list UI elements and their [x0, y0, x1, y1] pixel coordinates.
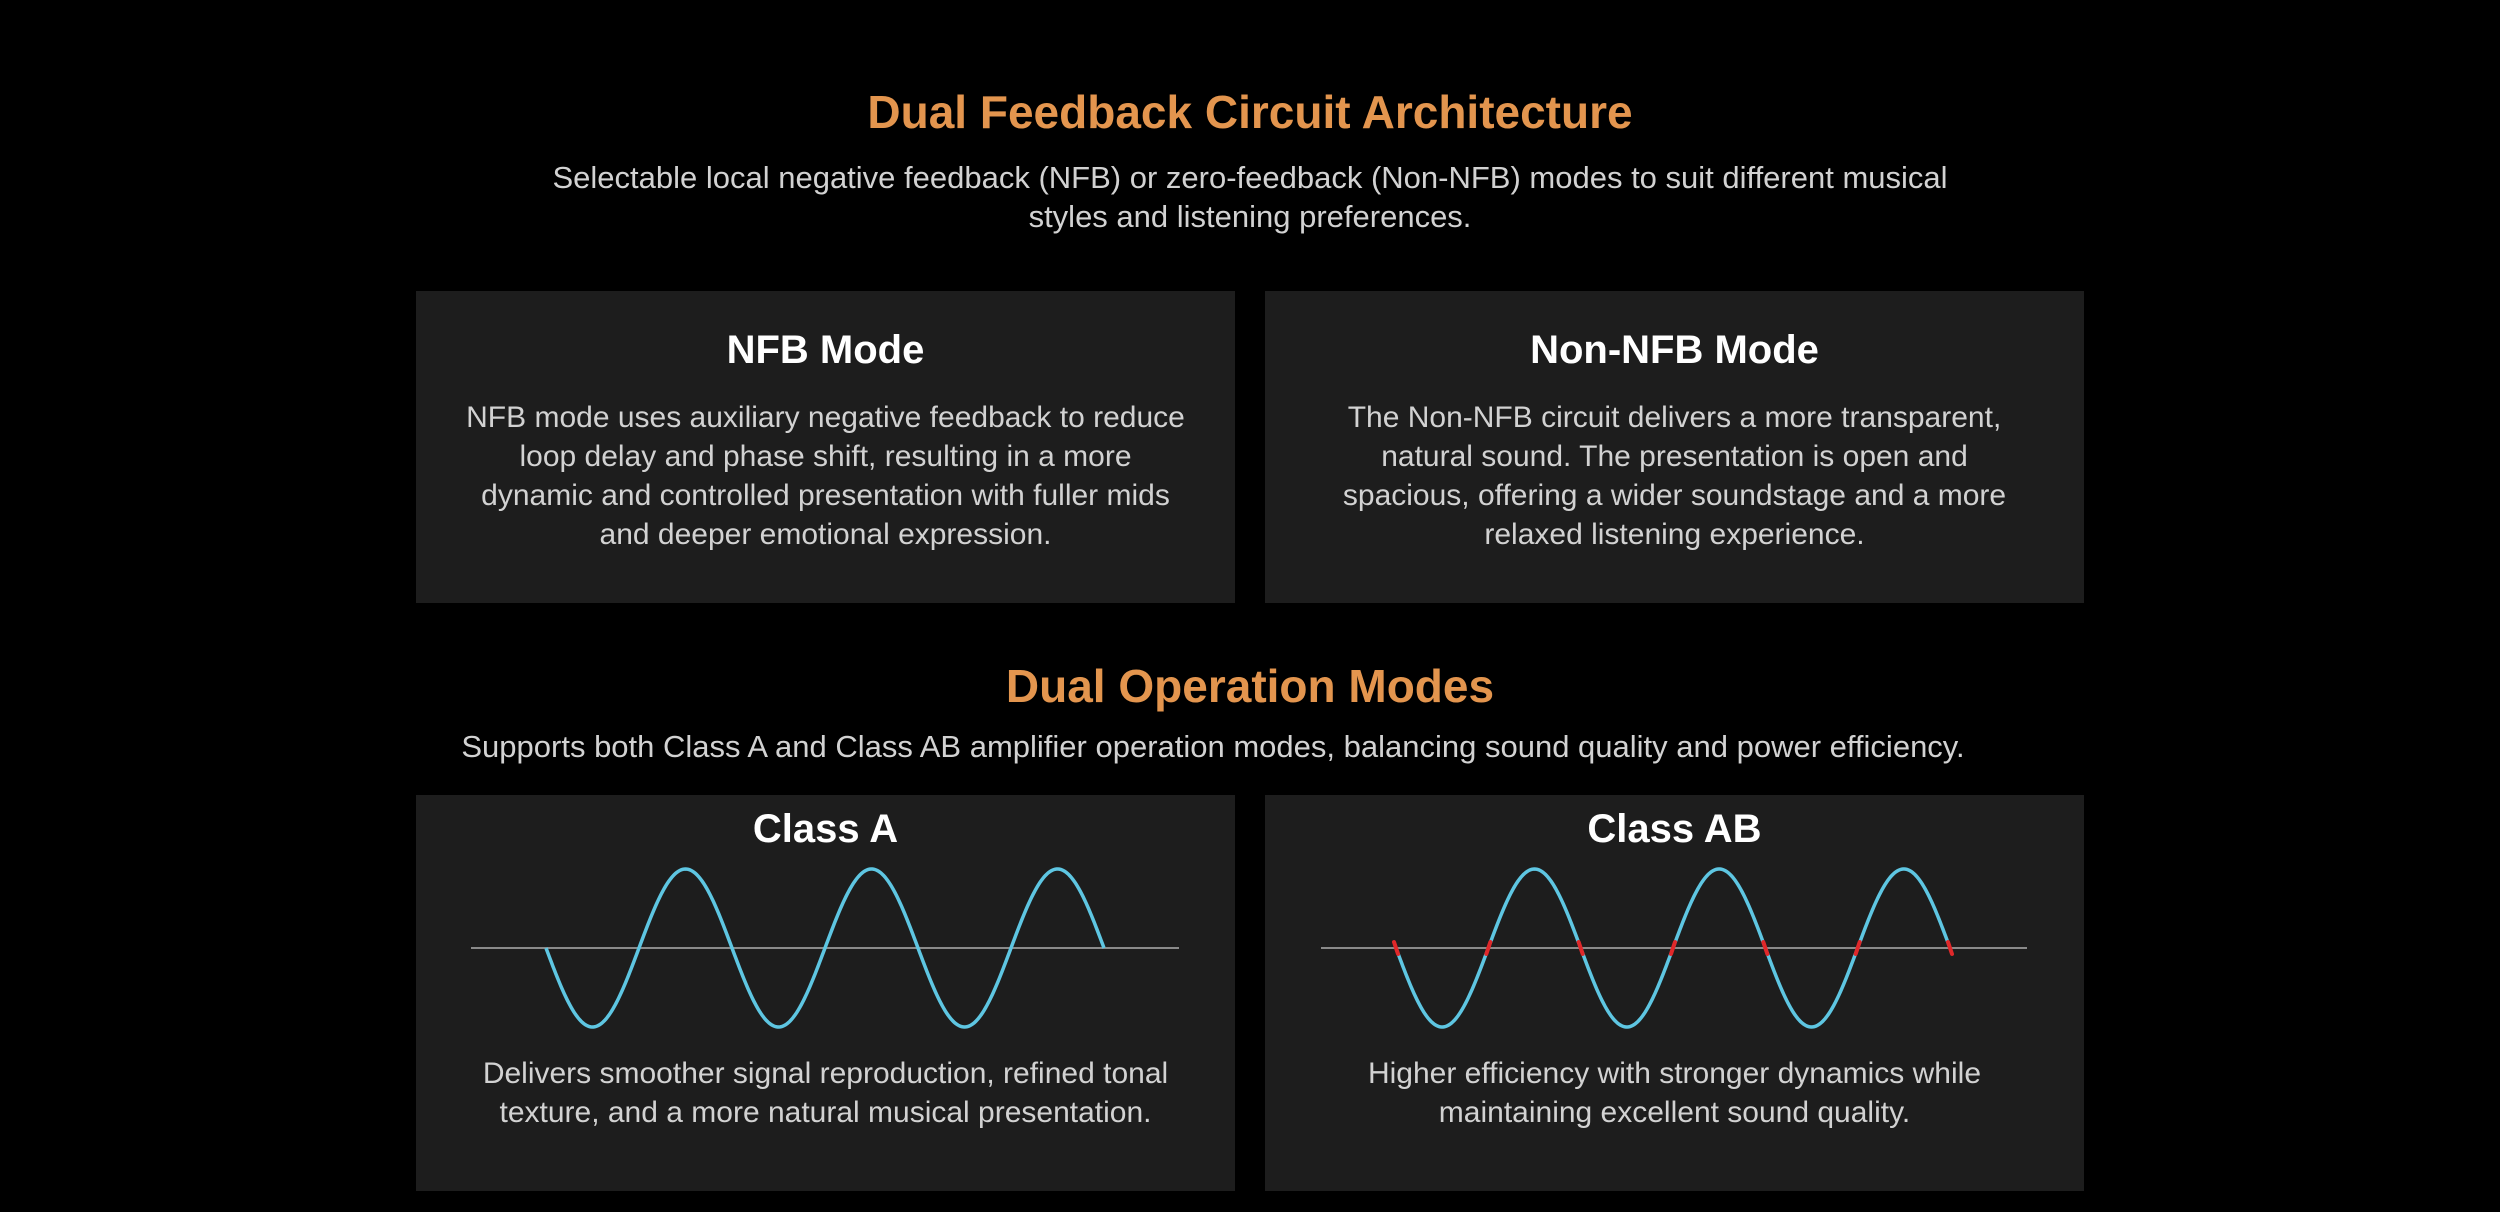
class-a-description: Delivers smoother signal reproduction, r… [416, 1054, 1235, 1132]
class-ab-waveform [1321, 867, 2027, 1029]
crossover-marker [1669, 940, 1677, 956]
crossover-marker [1946, 940, 1954, 956]
class-a-waveform [471, 867, 1179, 1029]
operation-section-subtitle: Supports both Class A and Class AB ampli… [461, 729, 1965, 764]
class-a-sine-wave [544, 867, 1106, 1029]
crossover-marker [1576, 940, 1585, 956]
class-ab-title: Class AB [1587, 807, 1762, 851]
feedback-subtitle-line-1: Selectable local negative feedback (NFB)… [552, 160, 1948, 195]
feedback-section-subtitle: Selectable local negative feedback (NFB)… [400, 158, 2100, 236]
non-nfb-line-4: relaxed listening experience. [1484, 518, 1865, 551]
class-ab-line-1: Higher efficiency with stronger dynamics… [1367, 1057, 1982, 1090]
non-nfb-line-3: spacious, offering a wider soundstage an… [1342, 479, 2007, 512]
class-ab-line-2: maintaining excellent sound quality. [1438, 1096, 1911, 1129]
crossover-marker [1761, 940, 1770, 956]
class-ab-description: Higher efficiency with stronger dynamics… [1265, 1054, 2084, 1132]
non-nfb-mode-title: Non-NFB Mode [1530, 328, 1819, 372]
feedback-section-title: Dual Feedback Circuit Architecture [867, 86, 1633, 138]
nfb-mode-card: NFB Mode NFB mode uses auxiliary negativ… [416, 291, 1235, 603]
non-nfb-line-1: The Non-NFB circuit delivers a more tran… [1347, 401, 2002, 434]
class-a-card: Class A Delivers smoother signal reprodu… [416, 795, 1235, 1191]
crossover-marker [1484, 940, 1493, 956]
non-nfb-mode-card: Non-NFB Mode The Non-NFB circuit deliver… [1265, 291, 2084, 603]
feedback-subtitle-line-2: styles and listening preferences. [1028, 199, 1472, 234]
class-a-title: Class A [752, 807, 899, 851]
class-a-line-2: texture, and a more natural musical pres… [499, 1096, 1152, 1129]
operation-section-title: Dual Operation Modes [1005, 660, 1495, 712]
nfb-line-4: and deeper emotional expression. [599, 518, 1052, 551]
non-nfb-mode-description: The Non-NFB circuit delivers a more tran… [1265, 398, 2084, 554]
crossover-marker [1853, 940, 1862, 956]
nfb-mode-title: NFB Mode [726, 328, 925, 372]
nfb-line-3: dynamic and controlled presentation with… [481, 479, 1170, 512]
class-ab-crossover-markers [1392, 940, 1954, 956]
non-nfb-line-2: natural sound. The presentation is open … [1381, 440, 1968, 473]
nfb-line-1: NFB mode uses auxiliary negative feedbac… [466, 401, 1185, 434]
class-ab-card: Class AB Higher efficiency with stronger… [1265, 795, 2084, 1191]
class-a-line-1: Delivers smoother signal reproduction, r… [482, 1057, 1169, 1090]
nfb-line-2: loop delay and phase shift, resulting in… [519, 440, 1132, 473]
nfb-mode-description: NFB mode uses auxiliary negative feedbac… [416, 398, 1235, 554]
crossover-marker [1392, 940, 1400, 956]
